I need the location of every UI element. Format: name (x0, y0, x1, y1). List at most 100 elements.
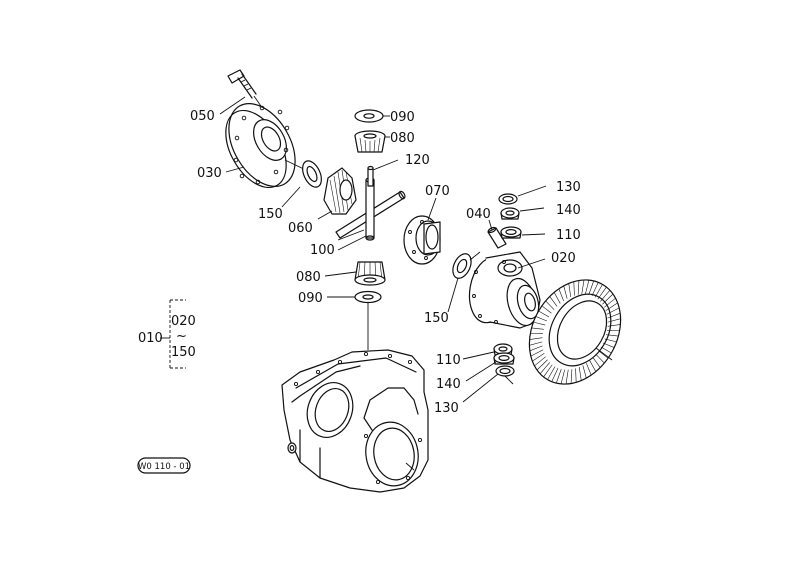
washer-090-top (354, 109, 384, 123)
part-label-100: 100 (310, 243, 335, 258)
ring-gear-tooth (595, 354, 605, 364)
ring-gear-tooth (543, 364, 553, 378)
ring-gear-tooth (551, 367, 559, 382)
ring-gear-tooth (568, 283, 572, 297)
assembly-parent-label: 010 (138, 331, 163, 346)
part-label-130-lower: 130 (434, 401, 459, 416)
snap-ring-130-upper (498, 193, 518, 205)
ring-gear-tooth (594, 284, 603, 298)
ring-gear-tooth (591, 282, 599, 297)
ring-gear-tooth (536, 359, 548, 371)
flange-cover-030 (225, 102, 311, 189)
ring-gear-tooth (606, 334, 619, 337)
ring-gear-tooth (573, 281, 575, 296)
ring-gear-tooth (578, 367, 582, 381)
ring-gear-tooth (600, 290, 611, 302)
ring-gear-tooth (560, 369, 565, 384)
drawing-code-stamp: W0 110 - 01 (137, 457, 191, 474)
ring-gear-tooth (607, 324, 621, 327)
side-gear-080-top (354, 130, 386, 153)
part-label-050: 050 (190, 109, 215, 124)
snap-ring-130-lower (495, 365, 515, 377)
pin-120 (367, 165, 374, 187)
flange-gear-070 (403, 215, 441, 265)
ring-gear-tooth (607, 312, 621, 319)
bolt-050 (227, 69, 266, 113)
shim-150-right (452, 253, 472, 279)
ring-gear-tooth (534, 356, 546, 367)
ring-gear-tooth (597, 286, 607, 300)
ring-gear-tooth (556, 369, 562, 384)
part-label-150-upper: 150 (258, 207, 283, 222)
part-label-060: 060 (288, 221, 313, 236)
ring-gear-tooth (532, 353, 545, 362)
washer-090-bottom (354, 290, 382, 350)
ring-gear-tooth (577, 280, 580, 295)
side-gear-080-bottom (354, 261, 386, 286)
part-label-130-upper: 130 (556, 180, 581, 195)
ring-gear-tooth (529, 345, 543, 352)
ring-gear-tooth (565, 369, 569, 385)
shim-150-upper (302, 160, 322, 188)
ring-gear-tooth (582, 365, 587, 379)
ring-gear-tooth (598, 350, 609, 359)
assembly-child-top-label: 020 (171, 314, 196, 329)
ring-gear-tooth (570, 369, 573, 384)
ring-gear-tooth (563, 285, 568, 299)
ring-gear-tooth (604, 297, 616, 308)
ring-gear-tooth (606, 307, 620, 315)
part-label-110-lower: 110 (436, 353, 461, 368)
part-label-090-bottom: 090 (298, 291, 323, 306)
assembly-group-010: 010 020 ~ 150 (138, 299, 196, 369)
part-label-030: 030 (197, 166, 222, 181)
ring-gear-tooth (592, 357, 601, 368)
ring-gear-tooth (539, 362, 550, 374)
ring-gear-tooth (607, 318, 621, 323)
ring-gear-tooth (585, 280, 590, 295)
ring-gear-tooth (529, 341, 543, 346)
drawing-code-text: W0 110 - 01 (138, 462, 190, 472)
leader-lines (219, 96, 547, 403)
part-label-040: 040 (466, 207, 491, 222)
part-label-080-top: 080 (390, 131, 415, 146)
ring-gear-tooth (533, 321, 546, 326)
ring-gear-tooth (602, 293, 614, 305)
part-label-020: 020 (551, 251, 576, 266)
bevel-gear-060 (323, 167, 357, 215)
ring-gear-tooth (600, 346, 612, 354)
ring-gear-tooth (541, 305, 552, 314)
differential-case-020 (468, 251, 541, 329)
part-label-070: 070 (425, 184, 450, 199)
part-label-080-bottom: 080 (296, 270, 321, 285)
bearing-cup-110-upper (500, 226, 522, 239)
ring-gear-tooth (553, 292, 561, 304)
part-label-110-upper: 110 (556, 228, 581, 243)
ring-gear-tooth (531, 327, 544, 330)
ring-gear-tooth (547, 366, 556, 380)
ring-gear-tooth (605, 302, 618, 311)
part-label-120: 120 (405, 153, 430, 168)
part-labels: 050 030 090 080 120 150 060 070 100 080 … (190, 109, 581, 416)
ring-gear-tooth (589, 360, 597, 372)
ring-gear-tooth (538, 310, 550, 318)
part-label-150-right: 150 (424, 311, 449, 326)
ring-gear-tooth (530, 349, 544, 357)
ring-gear-tooth (604, 338, 617, 343)
assembly-separator: ~ (176, 329, 187, 344)
part-label-140-upper: 140 (556, 203, 581, 218)
ring-gear (528, 279, 622, 385)
ring-gear-tooth (602, 342, 615, 348)
bearing-140-upper (500, 207, 520, 220)
ring-gear-tooth (545, 300, 555, 310)
ring-gear-tooth (535, 316, 548, 322)
part-label-140-lower: 140 (436, 377, 461, 392)
ring-gear-tooth (558, 288, 564, 301)
assembly-child-bottom-label: 150 (171, 345, 196, 360)
ring-gear-tooth (549, 296, 558, 307)
ring-gear-tooth (529, 337, 543, 340)
ring-gear-tooth (588, 280, 594, 295)
ring-gear-tooth (575, 368, 577, 383)
ring-gear-tooth (581, 279, 585, 295)
bearing-140-lower (493, 352, 515, 365)
